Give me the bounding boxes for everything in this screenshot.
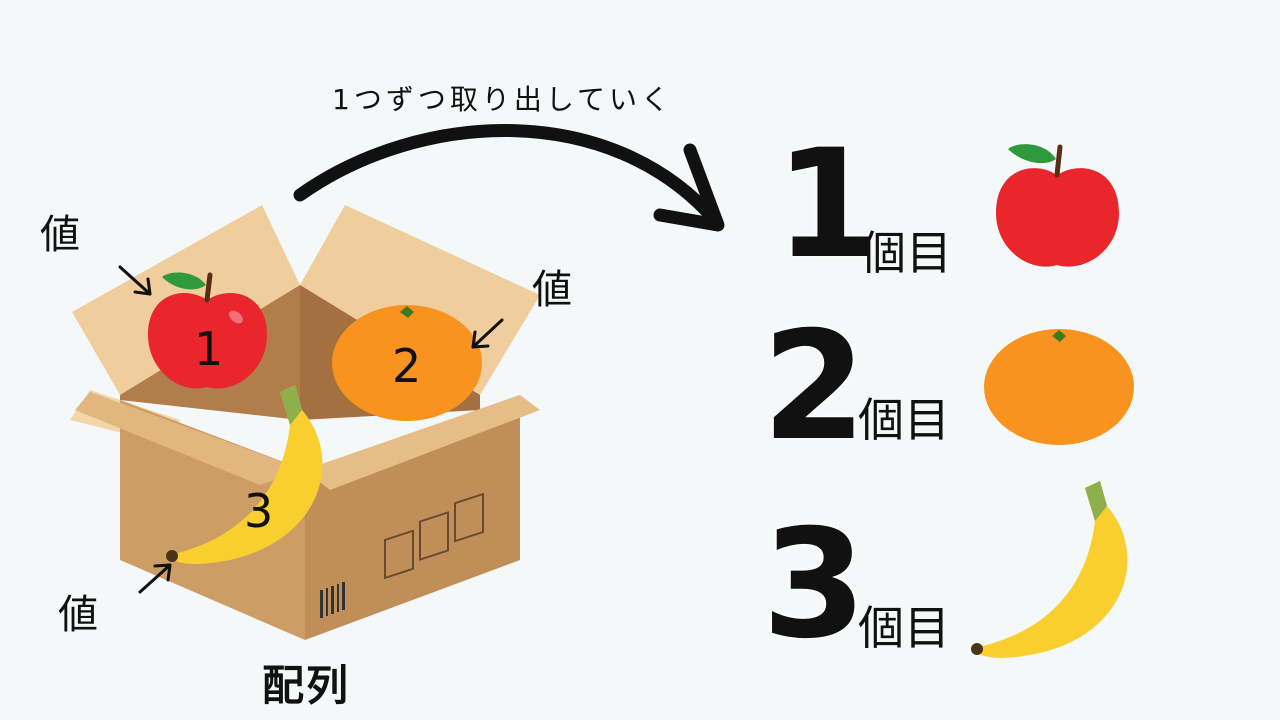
orange-icon (332, 305, 482, 421)
result-number-3: 3 (762, 498, 867, 672)
result-number-1: 1 (775, 118, 880, 292)
pointer-arrow-icon (118, 265, 152, 296)
banana-icon (166, 385, 323, 565)
result-counter-2: 個目 (858, 393, 950, 447)
result-number-2: 2 (762, 300, 867, 474)
box-item-number-3: 3 (244, 484, 274, 538)
orange-icon (984, 329, 1134, 445)
array-label: 配列 (262, 661, 351, 710)
pointer-arrow-icon (471, 318, 504, 349)
value-label-banana: 値 (58, 592, 98, 638)
banana-icon (971, 481, 1128, 658)
caption: 1つずつ取り出していく (332, 83, 673, 116)
box-item-number-1: 1 (194, 322, 224, 376)
result-counter-3: 個目 (858, 601, 950, 655)
apple-icon (996, 144, 1119, 267)
value-label-orange: 値 (532, 267, 572, 313)
pointer-arrow-icon (138, 563, 172, 594)
apple-icon (148, 272, 267, 389)
result-counter-1: 個目 (860, 226, 952, 280)
value-label-apple: 値 (40, 212, 80, 258)
box-item-number-2: 2 (392, 339, 422, 393)
